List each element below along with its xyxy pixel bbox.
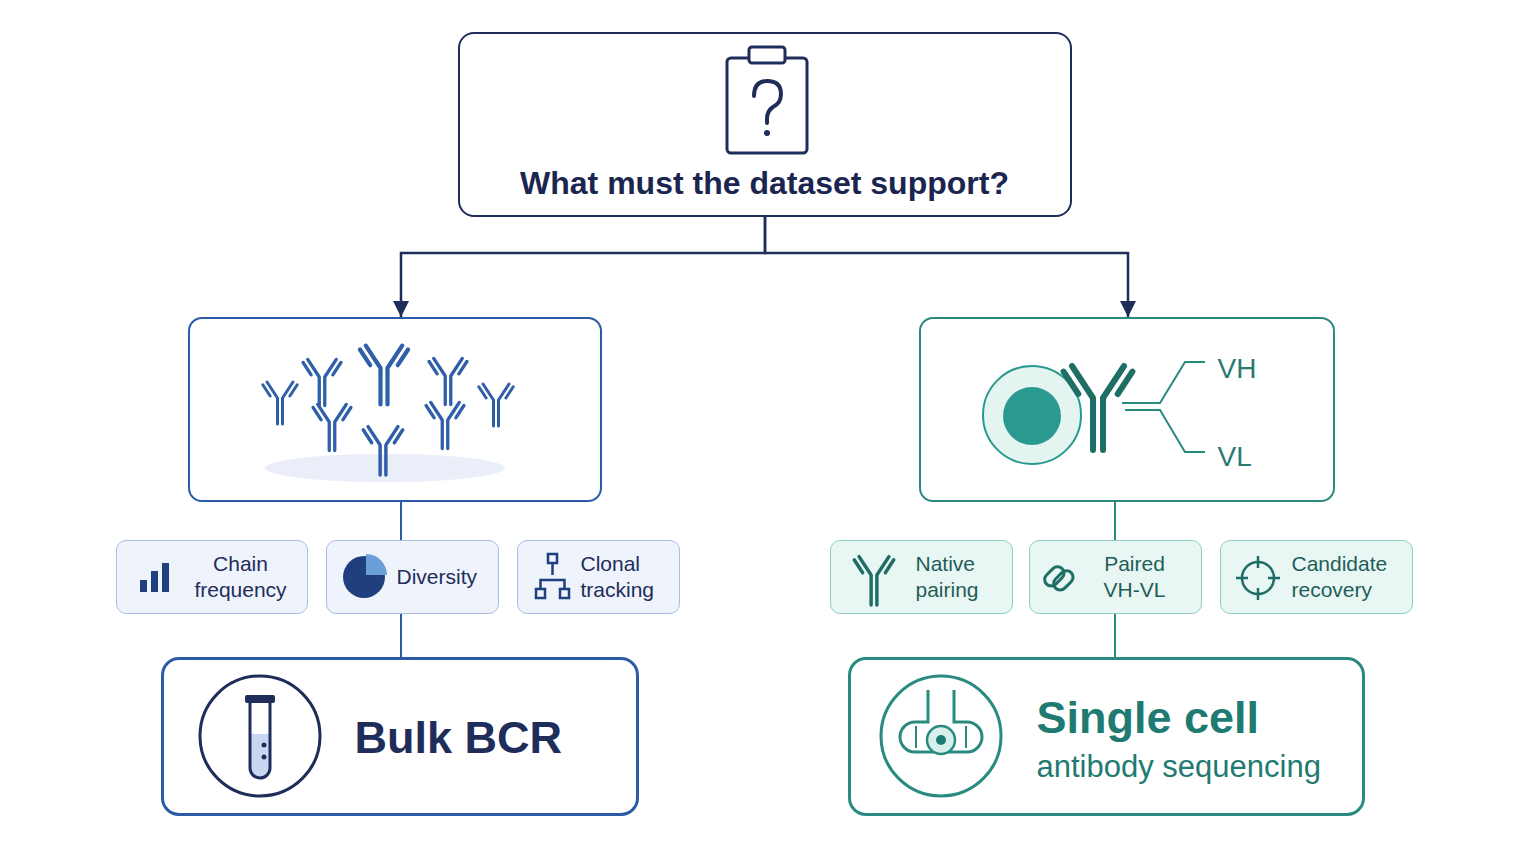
tree-icon [548, 554, 557, 563]
node-text: Paired VH-VL [1085, 550, 1185, 603]
antibody-icon [854, 557, 894, 605]
antibody-cluster [479, 384, 513, 426]
node-text: Bulk BCR [355, 709, 625, 765]
cell-illustration [983, 362, 1205, 464]
antibody-cluster [313, 404, 351, 450]
clipboard-icon [727, 47, 807, 153]
node-text: antibody sequencing [1037, 747, 1357, 786]
link-icon [1042, 564, 1076, 593]
test-tube-icon [262, 743, 267, 748]
cell-illustration [983, 366, 1081, 464]
node-text: Native pairing [916, 550, 1006, 603]
node-text: VH [1218, 350, 1308, 385]
tree-icon [536, 589, 545, 598]
question-box: What must the dataset support? [458, 32, 1072, 217]
antibody-cluster [303, 359, 341, 405]
method-box: Single cellantibody sequencing [848, 657, 1365, 816]
antibody-cluster [263, 346, 513, 482]
tree-icon [541, 563, 565, 589]
bar-chart-icon [151, 571, 158, 592]
cell-illustration [1064, 366, 1133, 450]
droplet-chip-icon [881, 676, 1001, 796]
droplet-chip-icon [927, 726, 955, 754]
bar-chart-icon [162, 563, 169, 592]
node-text: Chain frequency [182, 550, 300, 603]
illustration-box [188, 317, 602, 502]
test-tube-icon [245, 695, 275, 703]
feature-chip: Chain frequency [116, 540, 308, 614]
target-icon [1236, 556, 1280, 600]
test-tube-icon [200, 676, 320, 796]
test-tube-icon [200, 676, 320, 796]
droplet-chip-icon [900, 690, 982, 752]
pie-chart-icon [343, 554, 387, 598]
link-icon [1051, 568, 1076, 593]
pie-chart-icon [366, 554, 387, 575]
cell-illustration [1122, 362, 1205, 452]
method-box: Bulk BCR [161, 657, 639, 816]
connector-line [400, 502, 402, 540]
cell-illustration [1003, 387, 1061, 445]
target-icon [1236, 556, 1280, 600]
droplet-chip-icon [881, 676, 1001, 796]
antibody-cluster [429, 358, 467, 404]
connector-line [401, 217, 765, 317]
node-text: VL [1218, 438, 1308, 473]
feature-chip: Native pairing [830, 540, 1013, 614]
antibody-cluster [360, 346, 408, 405]
link-icon [1042, 564, 1067, 589]
antibody-icon [854, 557, 894, 605]
feature-chip: Clonal tracking [517, 540, 680, 614]
feature-chip: Diversity [326, 540, 499, 614]
connector-line [765, 217, 1128, 317]
droplet-chip-icon [916, 726, 966, 748]
feature-chip: Candidate recovery [1220, 540, 1413, 614]
node-text: Candidate recovery [1292, 550, 1407, 603]
clipboard-icon [754, 81, 781, 123]
tree-icon [560, 589, 569, 598]
node-text: Clonal tracking [581, 550, 676, 603]
illustration-box: VH VL [919, 317, 1335, 502]
test-tube-icon [250, 734, 270, 778]
feature-chip: Paired VH-VL [1029, 540, 1202, 614]
pie-chart-icon [343, 556, 385, 598]
antibody-cluster [363, 427, 403, 475]
bar-chart-icon [140, 563, 169, 592]
test-tube-icon [262, 755, 267, 760]
connector-line [1114, 502, 1116, 540]
tree-icon [536, 554, 569, 598]
target-icon [1242, 562, 1274, 594]
clipboard-icon [727, 58, 807, 153]
node-text: Diversity [397, 563, 497, 589]
antibody-cluster [265, 454, 505, 482]
droplet-chip-icon [936, 735, 946, 745]
test-tube-icon [250, 702, 270, 778]
clipboard-icon [764, 130, 770, 136]
connector-line [1114, 614, 1116, 657]
clipboard-icon [749, 47, 785, 63]
antibody-cluster [426, 402, 464, 448]
node-text: What must the dataset support? [458, 163, 1072, 203]
antibody-cluster [263, 382, 297, 424]
bar-chart-icon [140, 580, 147, 592]
node-text: Single cell [1037, 689, 1357, 745]
connector-line [400, 614, 402, 657]
